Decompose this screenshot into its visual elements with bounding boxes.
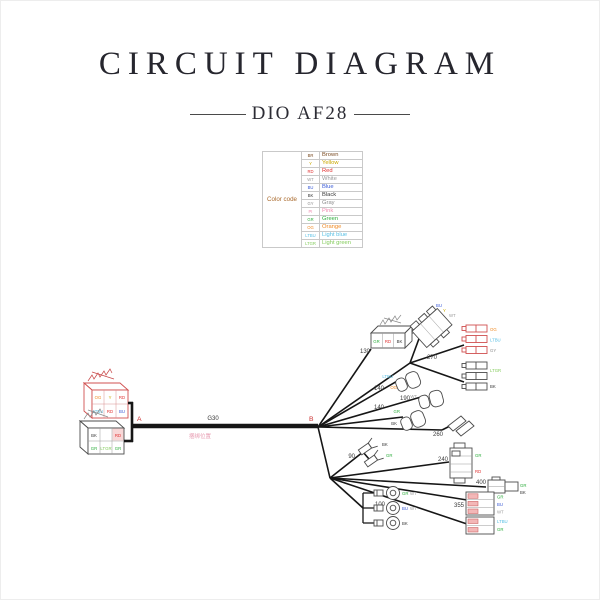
pin-label: BK: [91, 433, 97, 438]
pin-label: GR: [115, 446, 121, 451]
wire-color-label: GR: [386, 453, 392, 458]
pin-label: RD: [385, 339, 391, 344]
subtitle-rule-right: [354, 113, 411, 115]
handwritten-note: [87, 368, 115, 382]
pin-label: GR: [373, 339, 379, 344]
spade-terminals-90: BK GR: [357, 437, 392, 468]
ring-terminals-100: GR WT BU WT BK: [362, 486, 417, 530]
connector-130: GR RD BK: [369, 314, 414, 350]
pin-label: RD: [119, 395, 125, 400]
branch-length-190: 190: [400, 396, 411, 402]
wire-color-label: GR: [497, 495, 503, 500]
branch-length-140b: 140: [374, 405, 385, 411]
left-bottom-connector: BK RD GR LTGR GR: [78, 408, 126, 455]
branch-length-270: 270: [427, 355, 438, 361]
wire-color-label: WT: [497, 510, 504, 515]
connector-355-lower: LTBU GR: [465, 516, 508, 535]
wire-color-label: WT: [410, 491, 417, 496]
pin-label: BK: [397, 339, 403, 344]
connector-400: GR BK: [487, 476, 526, 495]
wire-color-label: RD: [475, 469, 481, 474]
pin-label: BU: [119, 409, 125, 414]
wire-color-label: GY: [490, 348, 496, 353]
branch-length-90: 90: [348, 454, 355, 460]
wire-color-label: BU: [436, 303, 442, 308]
wire-color-label: GR: [402, 491, 408, 496]
pin-label: GR: [91, 446, 97, 451]
wire-color-label: WT: [410, 394, 417, 399]
branch-length-240: 240: [438, 457, 449, 463]
color-code-legend: Color code BR Brown Y Yellow RD Red WT W…: [262, 151, 363, 248]
subtitle-rule-left: [189, 113, 246, 115]
connector-355-upper: GR BU WT: [465, 491, 504, 516]
branch-length-400: 400: [476, 480, 487, 486]
wire-color-label: OG: [490, 327, 497, 332]
pin-label: OG: [95, 395, 102, 400]
cylinder-connector-190: WT: [410, 389, 444, 409]
wire-color-label: BK: [490, 384, 496, 389]
wire-color-label: LTBU: [490, 338, 501, 343]
page-title: CIRCUIT DIAGRAM: [98, 46, 502, 82]
pin-label: Y: [109, 395, 112, 400]
wire-color-label: GR: [497, 527, 503, 532]
main-trunk-wire: A B G30 捆绑位置: [124, 401, 318, 443]
wire-color-label: LTBU: [497, 519, 508, 524]
point-a-label: A: [137, 416, 142, 423]
branch-length-355: 355: [454, 503, 465, 509]
wire-color-label: BK: [382, 442, 388, 447]
trunk-length-label: G30: [207, 416, 219, 422]
wire-color-label: Y: [443, 308, 446, 313]
handwritten-note: [83, 408, 109, 420]
wire-color-label: WT: [410, 506, 417, 511]
legend-header: Color code: [262, 151, 302, 248]
branch-length-260: 260: [433, 432, 444, 438]
wire-color-label: BK: [520, 490, 526, 495]
legend-name: Light green: [319, 239, 363, 248]
wire-color-label: BU: [497, 502, 503, 507]
wire-color-label: LTGR: [490, 368, 501, 373]
wire-color-label: LTBU: [382, 374, 393, 379]
bullet-connector-group-red: OG LTBU GY: [461, 324, 501, 354]
wire-color-label: OG: [390, 385, 397, 390]
wire-color-label: GR: [520, 483, 526, 488]
model-name: DIO AF28: [251, 103, 349, 124]
wire-color-label: GR: [475, 453, 481, 458]
cylinder-connector-140b: GR BK: [391, 409, 427, 431]
connector-220: BU Y WT: [409, 303, 456, 349]
branch-length-140a: 140: [374, 386, 385, 392]
pin-label: RD: [115, 433, 121, 438]
bullet-connector-group-black: LTGR BK: [461, 361, 501, 391]
wire-color-label: GR: [394, 409, 400, 414]
wire-color-label: BK: [391, 421, 397, 426]
point-b-label: B: [309, 416, 314, 423]
connector-260: [447, 415, 475, 437]
wire-color-label: BK: [402, 521, 408, 526]
handwritten-note: [379, 314, 402, 326]
wire-color-label: WT: [449, 313, 456, 318]
pin-label: LTGR: [100, 446, 111, 451]
wire-color-label: BU: [402, 506, 408, 511]
cylinder-connector-140a: LTBU OG: [382, 371, 422, 392]
connector-240: GR RD: [449, 442, 481, 484]
pin-label: RD: [107, 409, 113, 414]
model-subtitle: DIO AF28: [0, 103, 600, 125]
trunk-note: 捆绑位置: [189, 432, 212, 440]
branch-length-130: 130: [360, 349, 371, 355]
